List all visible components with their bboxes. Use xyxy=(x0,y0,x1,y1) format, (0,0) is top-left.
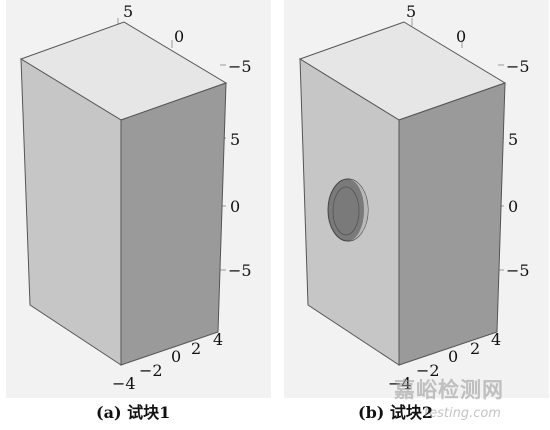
bottom-axis-tick: −2 xyxy=(139,361,163,380)
block-1-3d-view: 5 0 −5 5 0 −5 −4 −2 0 2 4 xyxy=(19,2,252,393)
bottom-axis-tick: 2 xyxy=(191,339,201,358)
bottom-axis-tick: 4 xyxy=(213,330,223,349)
watermark-subtext: testing.com xyxy=(424,406,501,421)
right-axis-tick: −5 xyxy=(506,261,530,280)
caption-test-block-1: (a) 试块1 xyxy=(96,403,171,422)
top-axis-tick: 0 xyxy=(456,27,466,46)
caption-test-block-2: (b) 试块2 xyxy=(358,403,434,422)
block-side-face xyxy=(120,82,227,366)
bottom-axis-tick: 2 xyxy=(470,339,480,358)
right-axis-tick: −5 xyxy=(228,261,252,280)
right-axis-tick: −5 xyxy=(506,57,530,76)
block-side-face xyxy=(398,82,506,366)
top-axis-tick: 5 xyxy=(123,2,133,21)
right-axis-tick: 5 xyxy=(508,130,518,149)
right-axis-tick: −5 xyxy=(228,57,252,76)
bottom-axis-tick: 0 xyxy=(448,347,458,366)
block-2-3d-view: 5 0 −5 5 0 −5 −4 −2 0 2 4 xyxy=(298,2,530,393)
top-axis-tick: 5 xyxy=(406,2,416,21)
right-axis-tick: 0 xyxy=(230,197,240,216)
top-axis-tick: 0 xyxy=(174,27,184,46)
right-axis-tick: 0 xyxy=(508,197,518,216)
right-axis-tick: 5 xyxy=(230,130,240,149)
bottom-axis-tick: 0 xyxy=(171,347,181,366)
panel-test-block-2: 5 0 −5 5 0 −5 −4 −2 0 2 4 xyxy=(284,0,549,398)
bottom-axis-tick: −4 xyxy=(388,374,412,393)
bottom-axis-tick: 4 xyxy=(491,330,501,349)
panel-test-block-1: 5 0 −5 5 0 −5 −4 −2 0 2 4 xyxy=(6,0,271,398)
watermark-logo-text: 嘉峪检测网 xyxy=(394,378,504,402)
bottom-axis-tick: −2 xyxy=(416,361,440,380)
circular-hole xyxy=(327,178,369,242)
bottom-axis-tick: −4 xyxy=(112,374,136,393)
